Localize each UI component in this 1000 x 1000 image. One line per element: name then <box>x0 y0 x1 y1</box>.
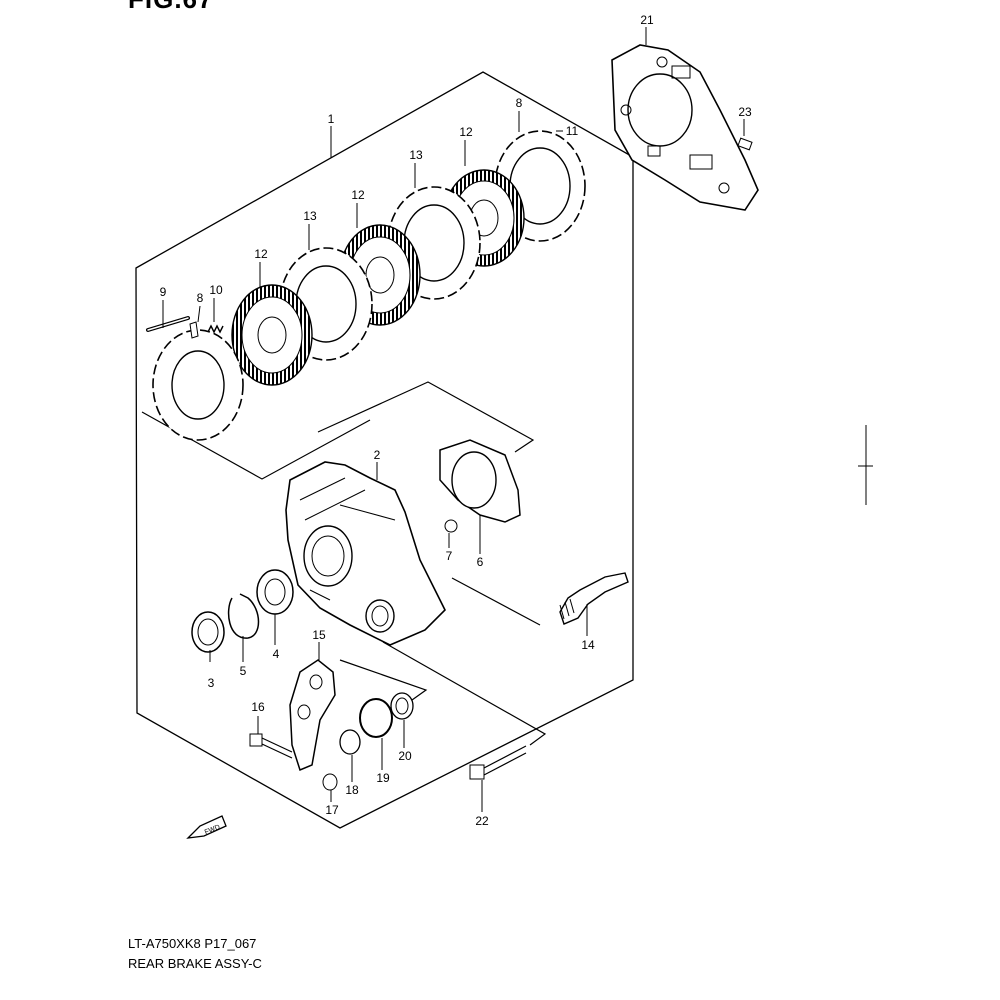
callout-8-right: 8 <box>516 96 523 110</box>
callout-5: 5 <box>240 664 247 678</box>
assembly-name: REAR BRAKE ASSY-C <box>128 956 262 971</box>
callout-15: 15 <box>312 628 326 642</box>
callout-12-right: 12 <box>459 125 473 139</box>
bearing-part <box>256 569 294 615</box>
callout-23: 23 <box>738 105 752 119</box>
figure-title: FIG.67 <box>128 0 213 15</box>
callout-3: 3 <box>208 676 215 690</box>
dowel-pin-part <box>737 137 753 151</box>
nut-part <box>322 773 338 791</box>
callout-19: 19 <box>376 771 390 785</box>
washer-part <box>339 729 361 755</box>
callout-12-middle: 12 <box>351 188 365 202</box>
callout-6: 6 <box>477 555 484 569</box>
circlip-part <box>227 593 260 639</box>
callout-21: 21 <box>640 13 654 27</box>
callout-12-left: 12 <box>254 247 268 261</box>
housing-bracket <box>317 381 535 453</box>
lever-bracket <box>339 659 428 701</box>
callout-9: 9 <box>160 285 167 299</box>
callout-13-right: 13 <box>409 148 423 162</box>
callout-7: 7 <box>446 549 453 563</box>
leader-lines <box>162 27 745 812</box>
retainer-clip-part <box>189 321 199 339</box>
callout-10: 10 <box>209 283 223 297</box>
shaft-bracket <box>451 577 541 626</box>
cam-plate-part <box>439 439 521 523</box>
callout-4: 4 <box>273 647 280 661</box>
callout-2: 2 <box>374 448 381 462</box>
steel-ball-part <box>444 519 458 533</box>
return-spring-part <box>359 698 393 738</box>
gasket-part <box>611 44 759 211</box>
callout-11: 11 <box>566 124 579 138</box>
friction-disc-a-part <box>231 284 313 386</box>
brake-lever-part <box>289 659 336 772</box>
assembly-outline <box>135 71 634 829</box>
forward-direction-icon: FWD <box>186 815 227 839</box>
callout-22: 22 <box>475 814 489 828</box>
callout-20: 20 <box>398 749 412 763</box>
spring-part <box>207 324 224 334</box>
o-ring-part <box>390 692 414 720</box>
callout-17: 17 <box>325 803 339 817</box>
callout-18: 18 <box>345 783 359 797</box>
oil-seal-part <box>191 611 225 653</box>
callout-labels: 1 2 3 4 5 6 7 8 8 9 10 11 12 12 12 13 13… <box>160 13 752 828</box>
callout-8-left: 8 <box>197 291 204 305</box>
model-code: LT-A750XK8 P17_067 <box>128 936 257 951</box>
brake-housing-part <box>285 461 446 646</box>
bolt-bracket <box>382 641 547 746</box>
callout-1: 1 <box>328 112 335 126</box>
housing-bolt-part <box>469 745 527 780</box>
callout-14: 14 <box>581 638 595 652</box>
callout-13-left: 13 <box>303 209 317 223</box>
pressure-plate-left-part <box>152 329 244 441</box>
callout-16: 16 <box>251 700 265 714</box>
lever-bolt-part <box>249 733 293 759</box>
camshaft-part <box>559 572 629 625</box>
